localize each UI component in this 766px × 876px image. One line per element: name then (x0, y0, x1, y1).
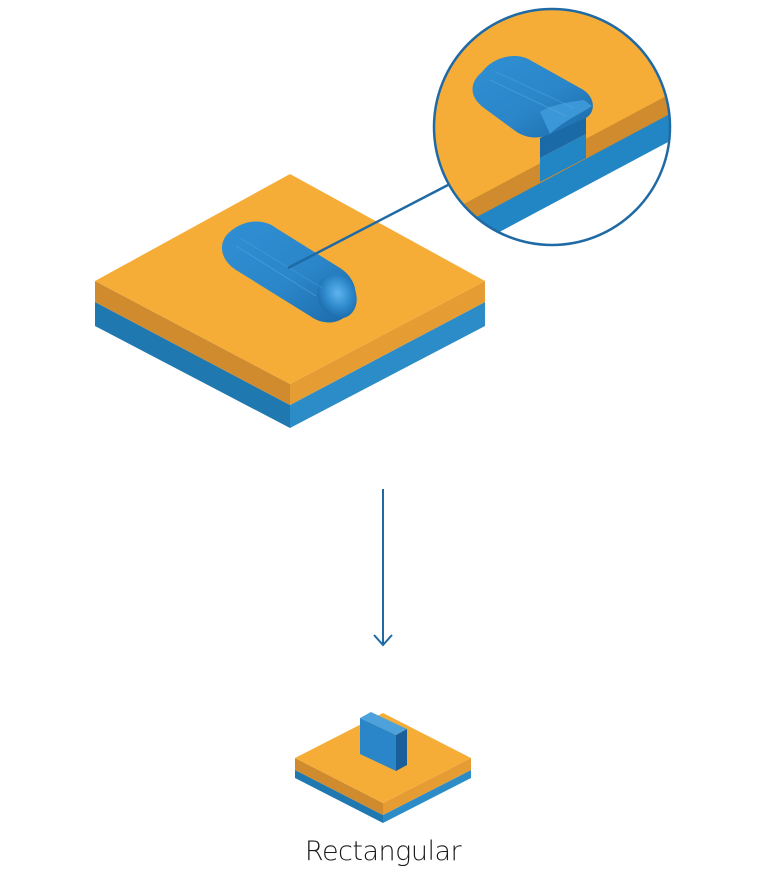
large-base-right-face (290, 302, 485, 428)
large-base-left-face (95, 302, 290, 428)
zoom-leader-line (287, 183, 449, 270)
down-arrow-icon (373, 489, 393, 647)
capsule-waveguide (221, 221, 357, 323)
zoom-circle-outline (432, 7, 672, 247)
large-orange-right-face (290, 281, 485, 405)
large-orange-left-face (95, 281, 290, 405)
diagram-caption: Rectangular (304, 836, 462, 867)
rectangular-ridge (360, 712, 407, 771)
